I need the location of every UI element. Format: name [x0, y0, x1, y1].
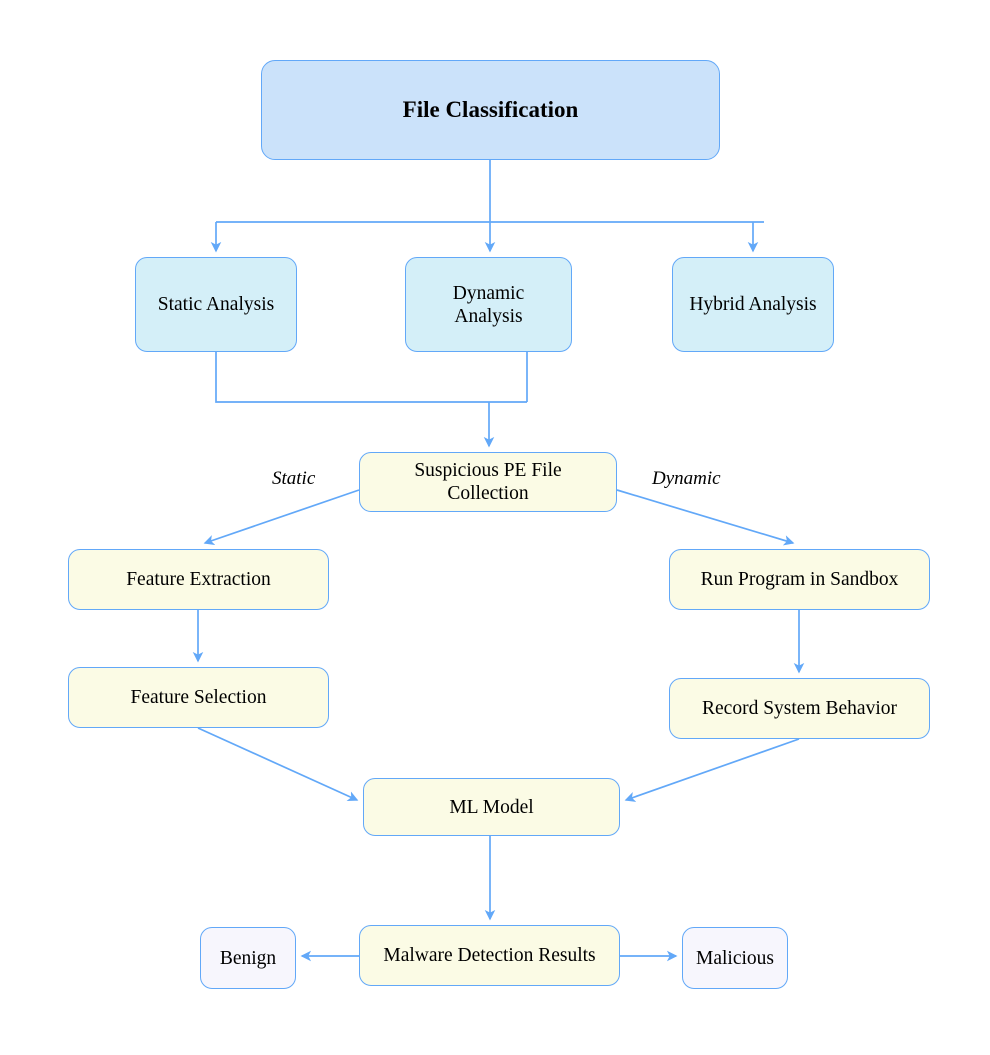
node-malware-detection-results[interactable]: Malware Detection Results: [359, 925, 620, 986]
node-static-analysis-label: Static Analysis: [157, 294, 275, 315]
node-hybrid-analysis-label: Hybrid Analysis: [689, 294, 817, 315]
node-feature-extraction[interactable]: Feature Extraction: [68, 549, 329, 610]
node-run-program-in-sandbox[interactable]: Run Program in Sandbox: [669, 549, 930, 610]
edge-label-dynamic: Dynamic: [652, 468, 721, 489]
node-feature-selection[interactable]: Feature Selection: [68, 667, 329, 728]
node-file-classification-label: File Classification: [402, 97, 579, 123]
edge-record-to-ml-model: [624, 738, 800, 802]
node-suspicious-pe-file-collection[interactable]: Suspicious PE File Collection: [359, 452, 617, 512]
node-hybrid-analysis[interactable]: Hybrid Analysis: [672, 257, 834, 352]
node-ml-model[interactable]: ML Model: [363, 778, 620, 836]
edge-selection-to-ml-model: [197, 727, 359, 802]
edge-static-merge: [215, 352, 527, 403]
edge-suspicious-to-feature-extraction: [203, 489, 360, 546]
node-benign-label: Benign: [219, 947, 277, 969]
node-record-system-behavior-label: Record System Behavior: [702, 698, 897, 719]
node-file-classification[interactable]: File Classification: [261, 60, 720, 160]
edge-label-static: Static: [272, 468, 316, 489]
node-run-program-in-sandbox-label: Run Program in Sandbox: [700, 569, 899, 590]
node-dynamic-analysis[interactable]: Dynamic Analysis: [405, 257, 572, 352]
node-record-system-behavior[interactable]: Record System Behavior: [669, 678, 930, 739]
node-malware-detection-results-label: Malware Detection Results: [383, 945, 596, 966]
node-feature-extraction-label: Feature Extraction: [126, 569, 271, 590]
node-malicious[interactable]: Malicious: [682, 927, 788, 989]
node-benign[interactable]: Benign: [200, 927, 296, 989]
node-dynamic-analysis-label: Dynamic Analysis: [452, 282, 525, 327]
node-malicious-label: Malicious: [696, 947, 774, 969]
node-feature-selection-label: Feature Selection: [130, 687, 267, 708]
node-suspicious-pe-file-collection-label: Suspicious PE File Collection: [414, 460, 562, 504]
node-static-analysis[interactable]: Static Analysis: [135, 257, 297, 352]
node-ml-model-label: ML Model: [449, 796, 534, 818]
edge-suspicious-to-run-sandbox: [616, 489, 795, 546]
